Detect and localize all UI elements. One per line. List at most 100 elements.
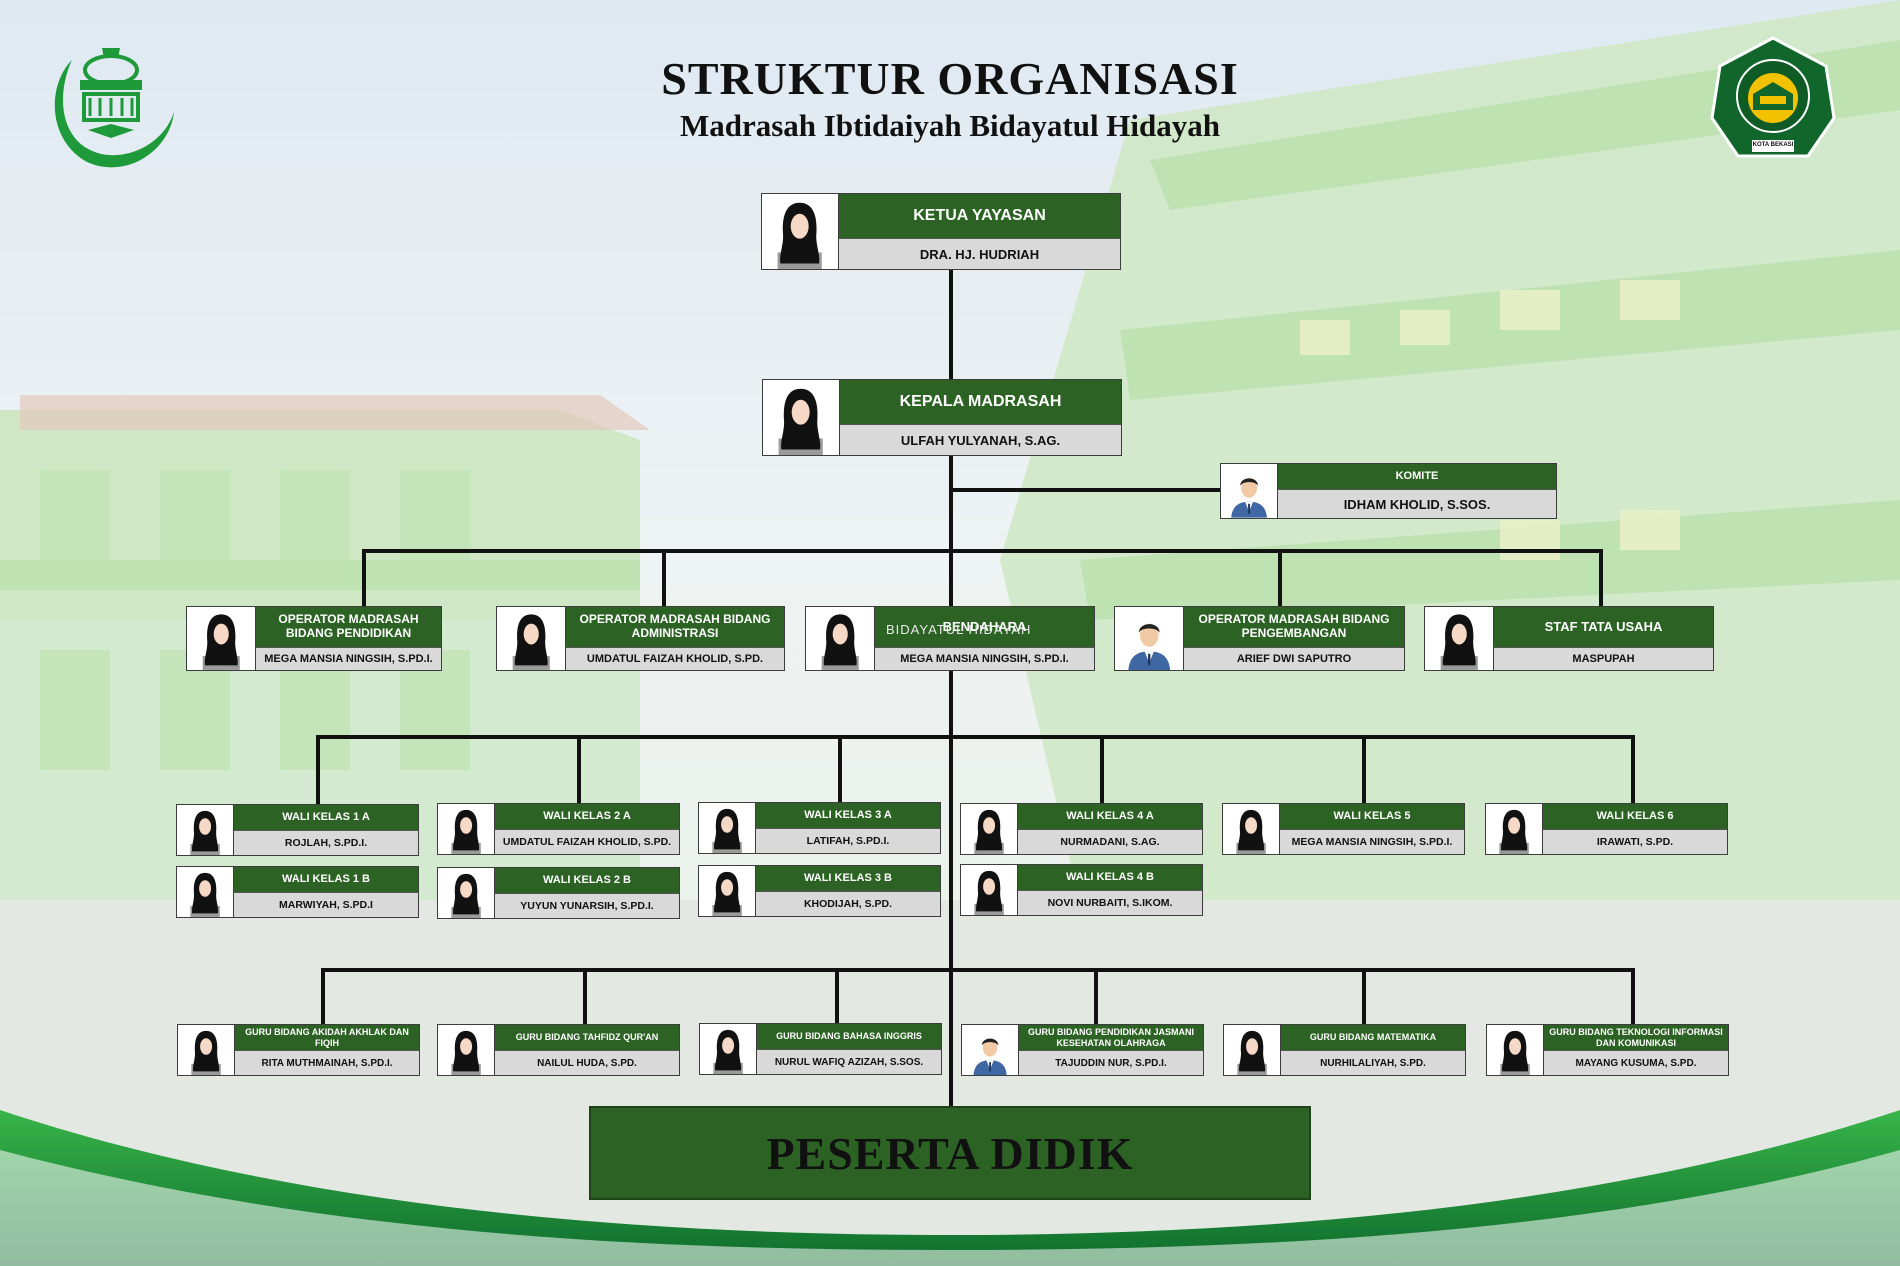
- org-card-operator-pengembangan: OPERATOR MADRASAH BIDANG PENGEMBANGAN AR…: [1114, 606, 1405, 671]
- card-name: LATIFAH, S.PD.I.: [756, 828, 940, 853]
- avatar-female-hijab-icon: [187, 607, 256, 670]
- card-role: WALI KELAS 4 B: [1018, 865, 1202, 890]
- chart-title: STRUKTUR ORGANISASI: [661, 53, 1239, 104]
- card-role: WALI KELAS 6: [1543, 804, 1727, 829]
- avatar-female-hijab-icon: [699, 866, 756, 916]
- card-role: GURU BIDANG AKIDAH AKHLAK DAN FIQIH: [235, 1025, 419, 1050]
- card-name: ROJLAH, S.PD.I.: [234, 830, 418, 855]
- peserta-didik-box: PESERTA DIDIK: [589, 1106, 1311, 1200]
- avatar-male-suit-icon: [1221, 464, 1278, 518]
- avatar-female-hijab-icon: [178, 1025, 235, 1075]
- card-name: RITA MUTHMAINAH, S.PD.I.: [235, 1050, 419, 1075]
- card-name: UMDATUL FAIZAH KHOLID, S.PD.: [566, 647, 784, 670]
- avatar-female-hijab-icon: [961, 804, 1018, 854]
- card-role: WALI KELAS 1 A: [234, 805, 418, 830]
- card-name: TAJUDDIN NUR, S.PD.I.: [1019, 1050, 1203, 1075]
- avatar-female-hijab-icon: [1224, 1025, 1281, 1075]
- card-role: WALI KELAS 4 A: [1018, 804, 1202, 829]
- avatar-female-hijab-icon: [961, 865, 1018, 915]
- card-role: WALI KELAS 2 B: [495, 868, 679, 893]
- org-card-guru-penjaskes: GURU BIDANG PENDIDIKAN JASMANI KESEHATAN…: [961, 1024, 1204, 1076]
- avatar-female-hijab-icon: [438, 804, 495, 854]
- card-role: GURU BIDANG MATEMATIKA: [1281, 1025, 1465, 1050]
- avatar-female-hijab-icon: [806, 607, 875, 670]
- card-role: KETUA YAYASAN: [839, 194, 1120, 238]
- card-name: ULFAH YULYANAH, S.AG.: [840, 424, 1121, 455]
- org-card-bendahara: BENDAHARA MEGA MANSIA NINGSIH, S.PD.I.: [805, 606, 1095, 671]
- card-role: STAF TATA USAHA: [1494, 607, 1713, 647]
- card-name: ARIEF DWI SAPUTRO: [1184, 647, 1404, 670]
- card-role: KEPALA MADRASAH: [840, 380, 1121, 424]
- avatar-female-hijab-icon: [177, 805, 234, 855]
- card-role: WALI KELAS 1 B: [234, 867, 418, 892]
- card-name: MEGA MANSIA NINGSIH, S.PD.I.: [875, 647, 1094, 670]
- card-role: BENDAHARA: [875, 607, 1094, 647]
- avatar-female-hijab-icon: [700, 1024, 757, 1074]
- card-role: WALI KELAS 3 A: [756, 803, 940, 828]
- avatar-female-hijab-icon: [1223, 804, 1280, 854]
- card-role: OPERATOR MADRASAH BIDANG PENDIDIKAN: [256, 607, 441, 647]
- card-name: NURMADANI, S.AG.: [1018, 829, 1202, 854]
- card-role: WALI KELAS 5: [1280, 804, 1464, 829]
- avatar-female-hijab-icon: [438, 868, 495, 918]
- card-name: DRA. HJ. HUDRIAH: [839, 238, 1120, 269]
- card-name: MASPUPAH: [1494, 647, 1713, 670]
- avatar-female-hijab-icon: [763, 380, 840, 455]
- avatar-female-hijab-icon: [762, 194, 839, 269]
- avatar-female-hijab-icon: [497, 607, 566, 670]
- foundation-logo-icon: [42, 40, 184, 172]
- card-role: WALI KELAS 3 B: [756, 866, 940, 891]
- card-role: GURU BIDANG BAHASA INGGRIS: [757, 1024, 941, 1049]
- card-role: KOMITE: [1278, 464, 1556, 489]
- avatar-female-hijab-icon: [1486, 804, 1543, 854]
- avatar-female-hijab-icon: [699, 803, 756, 853]
- org-card-komite: KOMITE IDHAM KHOLID, S.SOS.: [1220, 463, 1557, 519]
- org-card-guru-tik: GURU BIDANG TEKNOLOGI INFORMASI DAN KOMU…: [1486, 1024, 1729, 1076]
- card-name: MAYANG KUSUMA, S.PD.: [1544, 1050, 1728, 1075]
- avatar-female-hijab-icon: [1487, 1025, 1544, 1075]
- org-card-operator-administrasi: OPERATOR MADRASAH BIDANG ADMINISTRASI UM…: [496, 606, 785, 671]
- org-card-ketua-yayasan: KETUA YAYASAN DRA. HJ. HUDRIAH: [761, 193, 1121, 270]
- bendahara-overlap-text: BIDAYATUL HIDAYAH: [886, 622, 1032, 637]
- card-name: YUYUN YUNARSIH, S.PD.I.: [495, 893, 679, 918]
- card-name: MARWIYAH, S.PD.I: [234, 892, 418, 917]
- card-name: IDHAM KHOLID, S.SOS.: [1278, 489, 1556, 518]
- card-role: GURU BIDANG TEKNOLOGI INFORMASI DAN KOMU…: [1544, 1025, 1728, 1050]
- avatar-female-hijab-icon: [177, 867, 234, 917]
- avatar-female-hijab-icon: [1425, 607, 1494, 670]
- card-name: IRAWATI, S.PD.: [1543, 829, 1727, 854]
- avatar-female-hijab-icon: [438, 1025, 495, 1075]
- avatar-male-suit-icon: [962, 1025, 1019, 1075]
- emblem-badge-text: KOTA BEKASI: [1752, 142, 1794, 148]
- card-name: NAILUL HUDA, S.PD.: [495, 1050, 679, 1075]
- card-role: GURU BIDANG TAHFIDZ QUR'AN: [495, 1025, 679, 1050]
- card-name: MEGA MANSIA NINGSIH, S.PD.I.: [1280, 829, 1464, 854]
- card-name: NURUL WAFIQ AZIZAH, S.SOS.: [757, 1049, 941, 1074]
- card-name: NURHILALIYAH, S.PD.: [1281, 1050, 1465, 1075]
- card-role: OPERATOR MADRASAH BIDANG ADMINISTRASI: [566, 607, 784, 647]
- org-card-staf-tata-usaha: STAF TATA USAHA MASPUPAH: [1424, 606, 1714, 671]
- org-card-kepala-madrasah: KEPALA MADRASAH ULFAH YULYANAH, S.AG.: [762, 379, 1122, 456]
- card-name: NOVI NURBAITI, S.IKOM.: [1018, 890, 1202, 915]
- org-card-operator-pendidikan: OPERATOR MADRASAH BIDANG PENDIDIKAN MEGA…: [186, 606, 442, 671]
- madrasah-emblem-icon: [1708, 36, 1838, 164]
- chart-subtitle: Madrasah Ibtidaiyah Bidayatul Hidayah: [679, 108, 1221, 143]
- card-name: MEGA MANSIA NINGSIH, S.PD.I.: [256, 647, 441, 670]
- avatar-male-suit-icon: [1115, 607, 1184, 670]
- card-name: UMDATUL FAIZAH KHOLID, S.PD.: [495, 829, 679, 854]
- card-name: KHODIJAH, S.PD.: [756, 891, 940, 916]
